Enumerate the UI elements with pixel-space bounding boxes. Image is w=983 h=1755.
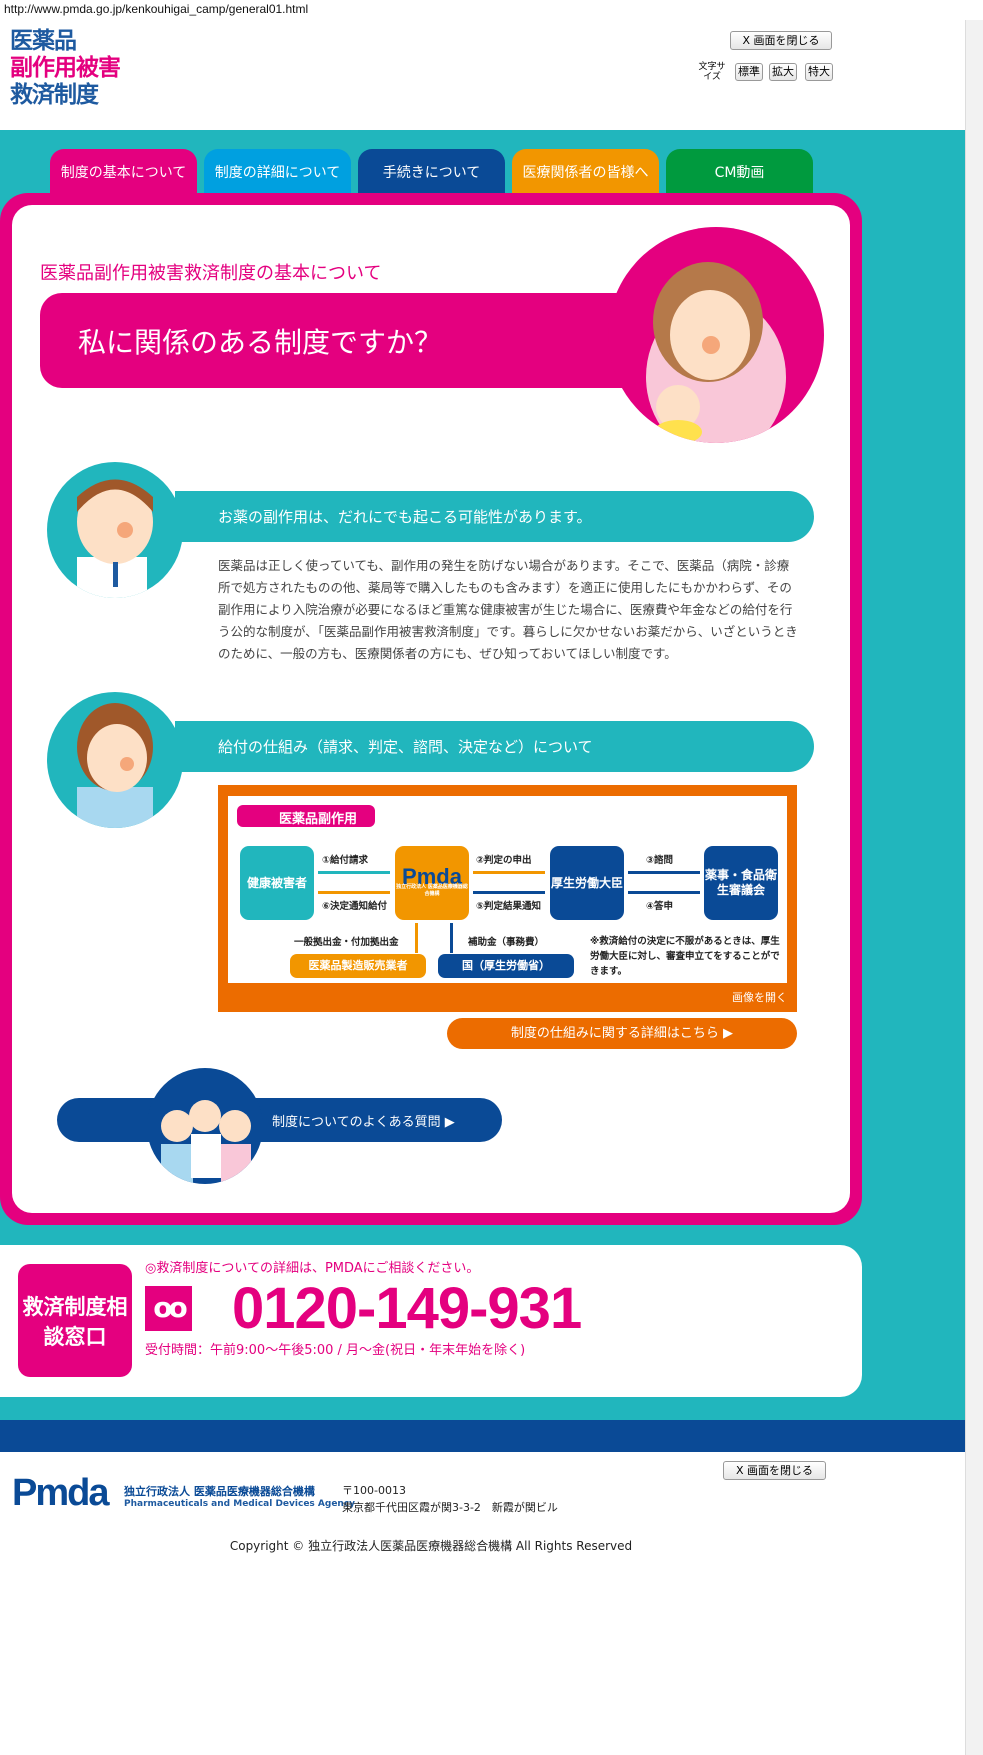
- side-effect-tag: 医薬品副作用: [237, 805, 375, 827]
- mechanism-details-link[interactable]: 制度の仕組みに関する詳細はこちら ▶: [447, 1018, 797, 1049]
- close-window-button[interactable]: X 画面を閉じる: [730, 31, 832, 50]
- contact-badge: 救済制度相談窓口: [18, 1264, 132, 1377]
- minister-box: 厚生労働大臣: [550, 846, 624, 920]
- font-size-normal-button[interactable]: 標準: [735, 63, 763, 81]
- fund-label: 補助金（事務費）: [468, 937, 545, 948]
- section-heading-side-effects: お薬の副作用は、だれにでも起こる可能性があります。: [175, 491, 814, 542]
- tab-details[interactable]: 制度の詳細について: [204, 149, 351, 199]
- pmda-logo: Pmda: [402, 863, 462, 889]
- manufacturer-box: 医薬品製造販売業者: [290, 954, 426, 978]
- arrow-right: [318, 871, 390, 874]
- address: 〒100-0013 東京都千代田区霞が関3-3-2 新霞が関ビル: [342, 1482, 558, 1516]
- logo-line: 救済制度: [10, 82, 99, 108]
- arrow-up: [450, 923, 453, 953]
- phone-number[interactable]: 0120-149-931: [232, 1276, 582, 1341]
- tab-basics[interactable]: 制度の基本について: [50, 149, 197, 199]
- step-label: ⑤判定結果通知: [476, 901, 542, 912]
- arrow-left: [473, 891, 545, 894]
- tab-medical-professionals[interactable]: 医療関係者の皆様へ: [512, 149, 659, 199]
- site-logo[interactable]: 医薬品 副作用被害 救済制度: [10, 28, 121, 109]
- pmda-logo-mark: Pmda: [12, 1472, 109, 1514]
- org-name-ja: 独立行政法人 医薬品医療機器総合機構: [124, 1485, 315, 1498]
- mother-baby-illustration: [608, 227, 824, 443]
- step-label: ①給付請求: [322, 855, 369, 866]
- org-name-en: Pharmaceuticals and Medical Devices Agen…: [124, 1499, 356, 1509]
- copyright: Copyright © 独立行政法人医薬品医療機器総合機構 All Rights…: [229, 1539, 633, 1553]
- tab-cm-video[interactable]: CM動画: [666, 149, 813, 199]
- step-label: ⑥決定通知給付: [322, 901, 388, 912]
- section-body-text: 医薬品は正しく使っていても、副作用の発生を防げない場合があります。そこで、医薬品…: [218, 558, 798, 661]
- url-text: http://www.pmda.go.jp/kenkouhigai_camp/g…: [4, 2, 309, 16]
- step-label: ④答申: [646, 901, 674, 912]
- victim-box: 健康被害者: [240, 846, 314, 920]
- contact-panel: 救済制度相談窓口 ◎救済制度についての詳細は、PMDAにご相談ください。 oo …: [0, 1245, 862, 1397]
- logo-line: 副作用被害: [10, 55, 121, 81]
- logo-line: 医薬品: [10, 28, 77, 54]
- step-label: ②判定の申出: [476, 855, 532, 866]
- staff-illustration: [147, 1068, 263, 1184]
- arrow-right: [628, 871, 700, 874]
- section-heading-benefit-mechanism: 給付の仕組み（請求、判定、諮問、決定など）について: [175, 721, 814, 772]
- doctor-illustration: [47, 462, 183, 598]
- contact-note: ◎救済制度についての詳細は、PMDAにご相談ください。: [145, 1261, 480, 1276]
- arrow-right: [473, 871, 545, 874]
- footer-band: [0, 1420, 965, 1452]
- pmda-footer-logo[interactable]: Pmda 独立行政法人 医薬品医療機器総合機構 Pharmaceuticals …: [12, 1472, 355, 1515]
- font-size-large-button[interactable]: 拡大: [769, 63, 797, 81]
- font-size-xlarge-button[interactable]: 特大: [805, 63, 833, 81]
- step-label: ③諮問: [646, 855, 674, 866]
- street-address: 東京都千代田区霞が関3-3-2 新霞が関ビル: [342, 1501, 558, 1514]
- page-subtitle: 医薬品副作用被害救済制度の基本について: [40, 263, 382, 284]
- pmda-subtitle: 独立行政法人 医薬品医療機器総合機構: [396, 883, 468, 897]
- appeal-note: ※救済給付の決定に不服があるときは、厚生労働大臣に対し、審査申立てをすることがで…: [590, 936, 780, 977]
- government-box: 国（厚生労働省）: [438, 954, 574, 978]
- page-title: 私に関係のある制度ですか？: [40, 293, 660, 388]
- arrow-up: [415, 923, 418, 953]
- scrollbar[interactable]: [965, 20, 983, 1755]
- faq-link[interactable]: 制度についてのよくある質問 ▶: [57, 1098, 502, 1142]
- tab-procedures[interactable]: 手続きについて: [358, 149, 505, 199]
- business-hours: 受付時間：午前9:00～午後5:00 / 月～金(祝日・年末年始を除く): [145, 1343, 526, 1358]
- fund-label: 一般拠出金・付加拠出金: [294, 937, 399, 948]
- postal-code: 〒100-0013: [342, 1484, 406, 1497]
- arrow-left: [318, 891, 390, 894]
- freedial-icon: oo: [145, 1286, 192, 1331]
- nurse-illustration: [47, 692, 183, 828]
- close-window-button-footer[interactable]: X 画面を閉じる: [723, 1461, 826, 1480]
- council-box: 薬事・食品衛生審議会: [704, 846, 778, 920]
- open-image-link[interactable]: 画像を開く: [732, 991, 787, 1004]
- font-size-label: 文字サイズ: [698, 62, 726, 82]
- arrow-left: [628, 891, 700, 894]
